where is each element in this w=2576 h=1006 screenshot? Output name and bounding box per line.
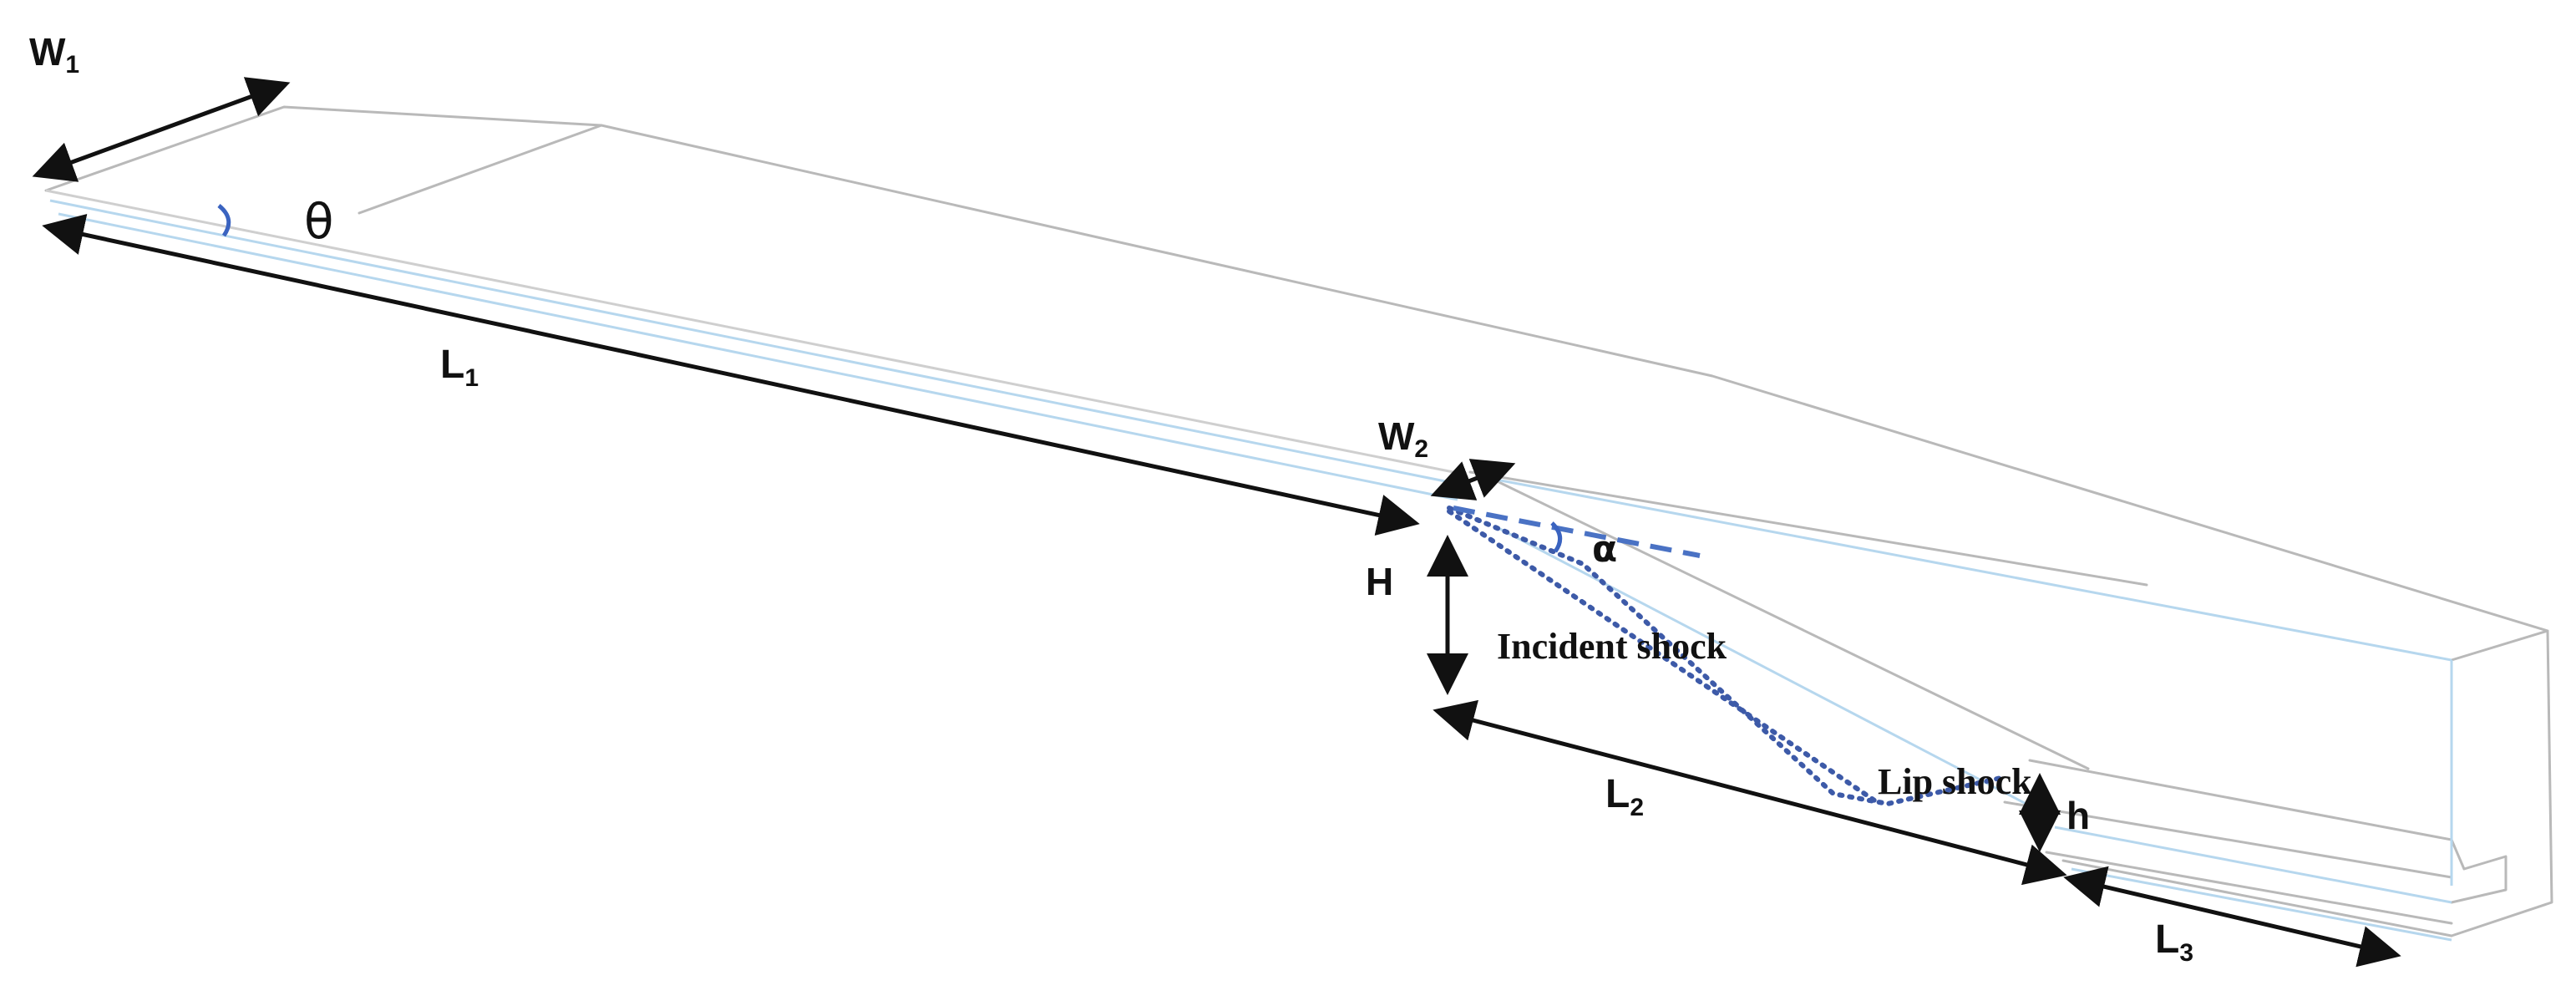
second-ramp-line-upper [1468,470,2148,587]
l3-label: L3 [2155,917,2193,967]
theta-label: θ [304,193,334,250]
incident-shock-label: Incident shock [1497,626,1727,667]
exit-step-outline [2450,838,2508,904]
inner-edge-2 [58,212,1458,501]
dimension-arrows [32,77,2401,968]
shock-lines [1447,506,2007,807]
theta-angle-arc [217,204,231,237]
inner-edge-3 [1478,475,2452,662]
l1-dimension-arrow [42,214,1420,536]
w1-dimension-arrow [32,77,291,182]
lip-shock-line [1447,506,2007,807]
l2-label: L2 [1605,772,1644,821]
inlet-body-outline [44,105,2553,937]
second-ramp-line-lower [1485,475,2090,770]
alpha-label: α [1592,528,1617,571]
alpha-angle-arc [1550,521,1563,553]
w2-dimension-arrow [1430,459,1516,500]
inner-edges [49,199,2453,942]
labels: W1 θ L1 W2 α H Incident shock L2 Lip sho… [29,30,2193,967]
h-small-label: h [2066,794,2090,837]
inner-edge-6 [2071,867,2452,942]
inner-edge-1 [49,199,1471,488]
cowl-inner-line [2003,800,2453,879]
cowl-upper-line [2028,759,2453,841]
h-label: H [1366,560,1393,603]
l3-dimension-arrow [2063,866,2401,968]
l1-label: L1 [440,343,479,392]
ramp-ridge-line [357,124,603,215]
forebody-leading-edge [45,189,1454,474]
w2-label: W2 [1378,414,1428,463]
w1-label: W1 [29,30,79,79]
incident-shock-line [1447,509,1882,806]
top-edge-outline [44,105,2549,633]
alpha-reference-dashed-line [1453,506,1701,558]
exit-face-outline [2450,629,2553,937]
lip-shock-label: Lip shock [1878,761,2032,802]
l2-dimension-arrow [1433,699,2067,886]
